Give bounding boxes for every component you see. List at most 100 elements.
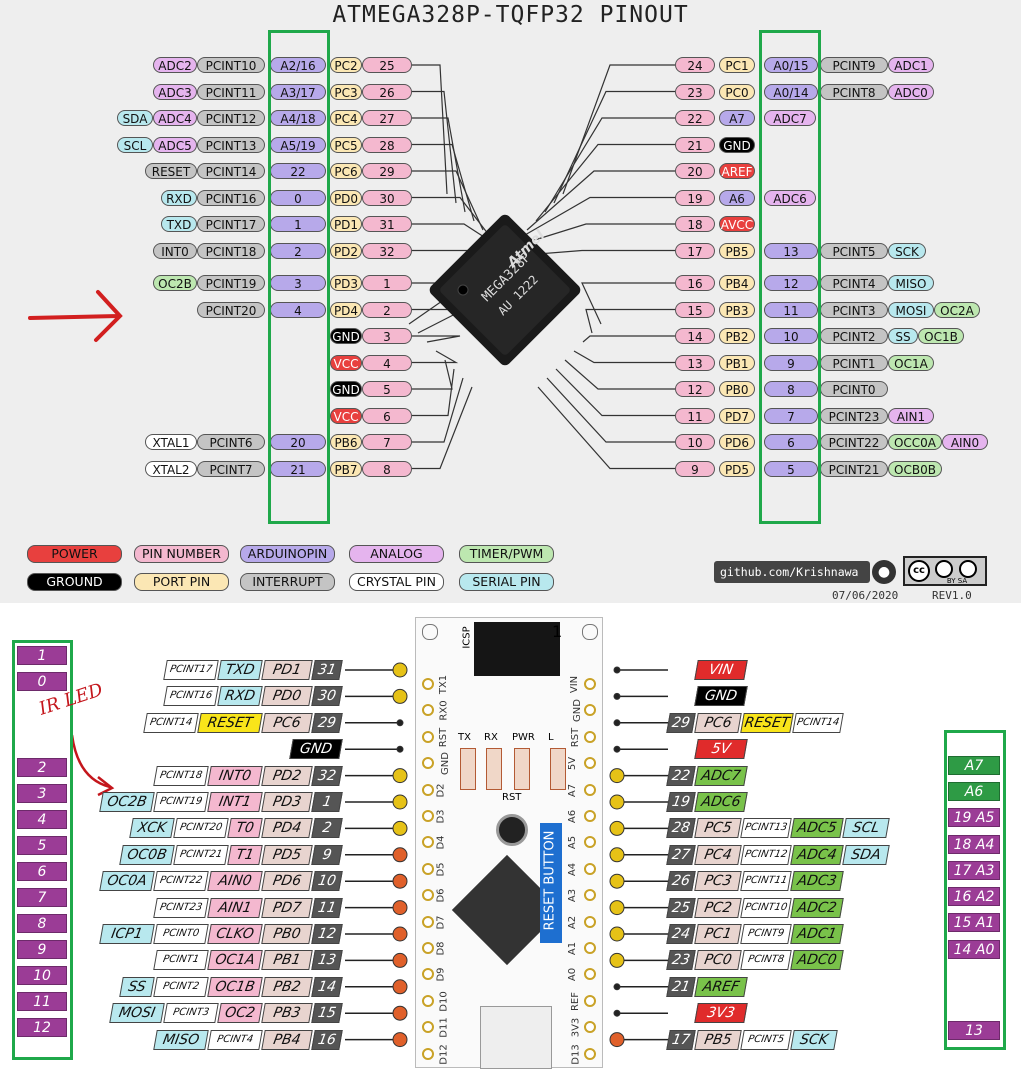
nano-pin-label: PC4 — [694, 844, 742, 865]
pin-function-label: RXD — [161, 189, 197, 206]
led-label: RX — [484, 732, 498, 743]
nano-pin-dot — [613, 745, 621, 753]
nano-pin-label: 28 — [666, 818, 696, 839]
nano-pin-label: ADC3 — [790, 871, 844, 892]
pin-function-label: TXD — [161, 216, 197, 232]
credit-date: 07/06/2020 — [832, 589, 899, 602]
board-pin-label: RST — [570, 727, 582, 747]
board-pin-hole — [584, 1047, 596, 1060]
right-pin-wire — [573, 350, 675, 364]
pin-number: 6 — [362, 407, 412, 424]
led-icon — [514, 748, 530, 790]
right-pin-wire — [544, 117, 675, 213]
left-pin-wire — [412, 386, 473, 470]
pin-number: 28 — [362, 136, 412, 153]
port-pin: PD7 — [719, 407, 755, 424]
reset-button[interactable] — [496, 814, 528, 846]
nano-pin-label: 16 — [311, 1029, 343, 1050]
nano-pin-dot — [609, 768, 625, 784]
pin-number: 14 — [675, 328, 715, 344]
analog-pin-label: 13 — [948, 1021, 1000, 1040]
port-pin: PB3 — [719, 301, 755, 318]
nano-pin-label: XCK — [129, 818, 175, 839]
pin-function-label: PCINT11 — [197, 83, 265, 100]
nano-pin-dot — [392, 847, 408, 863]
pin-function-label: INT0 — [153, 242, 197, 259]
nano-pin-label: PC3 — [694, 871, 742, 892]
port-pin: PD4 — [330, 301, 362, 318]
nano-pin-dot — [609, 952, 625, 968]
nano-pin-dot — [392, 688, 408, 704]
legend-item: INTERRUPT — [240, 573, 335, 591]
nano-pin-label: PCINT17 — [163, 660, 219, 680]
mounting-hole-tl — [422, 624, 438, 640]
nano-pin-label: PC6 — [261, 712, 313, 733]
board-pin-hole — [584, 968, 596, 981]
pin-number: 11 — [675, 407, 715, 424]
legend-item: GROUND — [27, 573, 122, 591]
nano-pin-label: PC1 — [694, 924, 742, 944]
pin-function-label: PCINT20 — [197, 301, 265, 318]
nano-pin-dot — [396, 719, 404, 727]
arduino-pin: 8 — [764, 381, 818, 397]
github-credit: github.com/Krishnawa — [714, 561, 870, 583]
port-pin: PD2 — [330, 242, 362, 259]
digital-pin-label: 1 — [17, 646, 67, 665]
nano-pin-label: PB2 — [261, 976, 313, 997]
board-pin-hole — [422, 968, 434, 981]
nano-pin-label: PC0 — [694, 950, 742, 971]
digital-pin-label: 0 — [17, 672, 67, 691]
nano-pin-dot — [392, 952, 408, 968]
analog-pin-label: A7 — [948, 756, 1000, 775]
arduino-pin: A4/18 — [270, 110, 326, 126]
pin-number: 18 — [675, 216, 715, 232]
green-highlight-analog — [944, 730, 1006, 1050]
nano-pin-label: PCINT19 — [153, 792, 209, 812]
right-pin-wire — [582, 335, 675, 343]
mounting-hole-tr — [582, 624, 598, 640]
port-pin: PC5 — [330, 136, 362, 153]
arduino-pin: A5/19 — [270, 136, 326, 153]
board-pin-hole — [584, 1021, 596, 1034]
board-pin-label: RX0 — [438, 700, 450, 721]
nano-pin-label: SS — [119, 976, 155, 997]
port-pin: A6 — [719, 189, 755, 206]
pin-number: 17 — [675, 242, 715, 259]
analog-pin-label: 17 A3 — [948, 861, 1000, 880]
nano-pin-label: 25 — [666, 897, 696, 918]
pin-function-label: SS — [888, 328, 918, 344]
port-pin: PC6 — [330, 163, 362, 179]
nano-pin-label: 9 — [311, 844, 343, 865]
nano-pin-dot — [609, 820, 625, 836]
legend-item: CRYSTAL PIN — [349, 573, 444, 591]
nano-pin-label: 2 — [311, 818, 343, 839]
nano-pin-dot — [392, 979, 408, 995]
board-pin-label: D6 — [435, 888, 447, 903]
arduino-pin: A3/17 — [270, 83, 326, 100]
board-pin-label: D13 — [570, 1043, 582, 1065]
right-pin-wire — [555, 368, 675, 417]
pin-number: 4 — [362, 354, 412, 371]
digital-pin-label: 5 — [17, 836, 67, 855]
pin-number: 23 — [675, 83, 715, 100]
pin-function-label: PCINT16 — [197, 189, 265, 206]
board-pin-label: VIN — [569, 675, 581, 694]
github-icon: ● — [872, 560, 896, 584]
usb-connector — [480, 1006, 552, 1069]
right-pin-wire — [546, 377, 675, 443]
pin-function-label: RESET — [145, 163, 197, 179]
board-pin-label: GND — [571, 699, 583, 723]
arduino-pin: 13 — [764, 242, 818, 259]
pin-function-label: PCINT14 — [197, 163, 265, 179]
digital-pin-label: 8 — [17, 914, 67, 933]
pin-number: 30 — [362, 189, 412, 206]
pin-number: 31 — [362, 216, 412, 232]
pin-function-label: PCINT17 — [197, 216, 265, 232]
board-pin-label: D2 — [435, 783, 447, 798]
nano-pin-label: 31 — [311, 660, 343, 680]
left-pin-wire — [412, 90, 457, 204]
nano-pin-label: ADC0 — [790, 950, 844, 971]
nano-pin-label: PC2 — [694, 897, 742, 918]
pin-function-label: PCINT10 — [197, 57, 265, 73]
